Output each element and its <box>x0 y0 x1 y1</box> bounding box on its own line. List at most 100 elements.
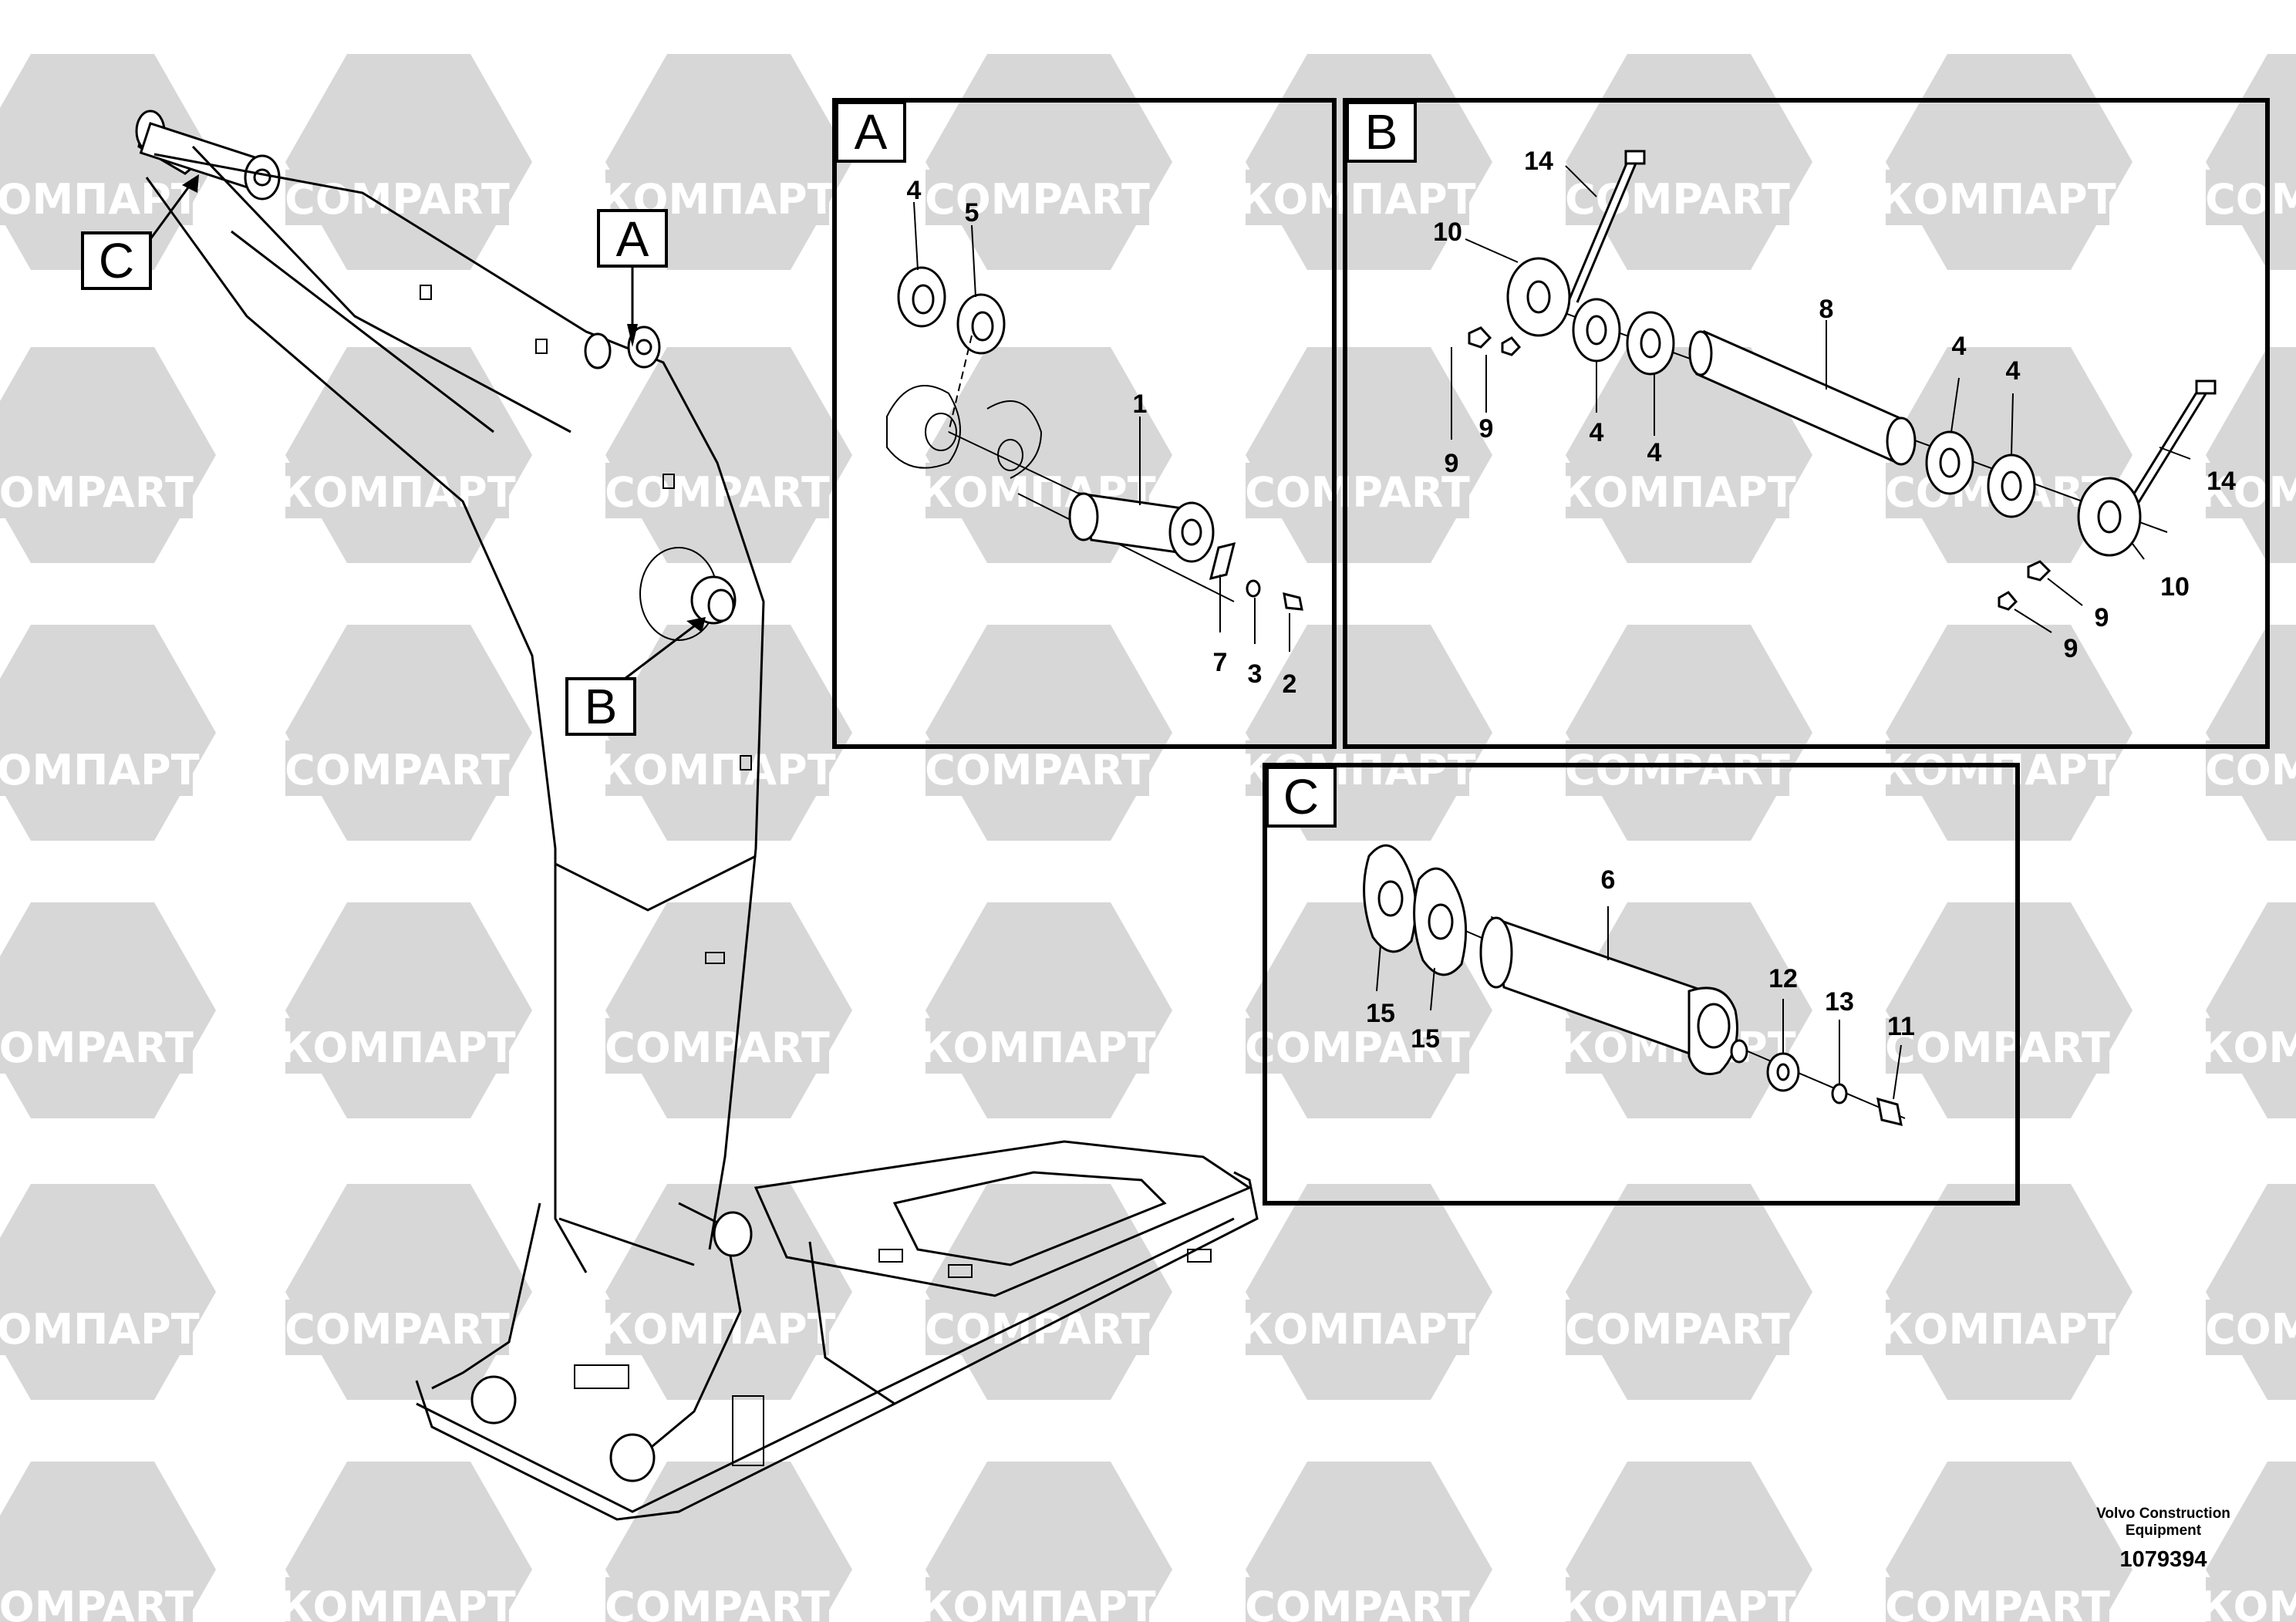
watermark-text: КОМПАРТ <box>598 746 835 794</box>
panel-a-callout-4: 4 <box>907 176 922 271</box>
watermark-tile: COMPART <box>1885 902 2132 1118</box>
panel-b-callout-9-b: 9 <box>1479 355 1493 443</box>
panel-b-callout-4-d: 4 <box>2006 356 2021 456</box>
watermark-text: COMPART <box>1565 1305 1790 1354</box>
watermark-tile: КОМПАРТ <box>2199 1462 2296 1622</box>
svg-text:13: 13 <box>1825 987 1854 1017</box>
watermark-tile: КОМПАРТ <box>1879 54 2132 270</box>
watermark-text: COMPART <box>925 175 1150 224</box>
watermark-text: КОМПАРТ <box>1239 1305 1475 1354</box>
panel-b-letter: B <box>1365 104 1398 160</box>
panel-b-callout-4-b: 4 <box>1647 374 1662 467</box>
watermark-text: COMPART <box>1885 1023 2110 1072</box>
panel-b-callout-4-a: 4 <box>1590 361 1604 447</box>
svg-text:11: 11 <box>1887 1012 1915 1041</box>
watermark-text: КОМПАРТ <box>919 1023 1155 1072</box>
watermark-text: COMPART <box>1245 468 1470 517</box>
watermark-tile: COMPART <box>285 54 532 270</box>
watermark-text: COMPART <box>285 746 510 794</box>
watermark-text: КОМПАРТ <box>1879 1305 2116 1354</box>
watermark-tile: COMPART <box>1565 1184 1812 1400</box>
watermark-tile: КОМПАРТ <box>1879 1184 2132 1400</box>
watermark-tile: КОМПАРТ <box>919 902 1172 1118</box>
svg-text:6: 6 <box>1601 865 1616 895</box>
svg-text:4: 4 <box>1590 418 1604 447</box>
svg-text:10: 10 <box>2160 572 2190 602</box>
watermark-text: COMPART <box>2205 746 2296 794</box>
panel-b-callout-10-top: 10 <box>1433 218 1519 263</box>
watermark-tile: COMPART <box>1565 54 1812 270</box>
watermark-tile: КОМПАРТ <box>0 625 216 841</box>
watermark-tile: КОМПАРТ <box>278 347 532 563</box>
watermark-tile: COMPART <box>1565 625 1812 841</box>
watermark-tile: КОМПАРТ <box>0 1184 216 1400</box>
company-name-line1: Volvo Construction <box>2096 1506 2230 1522</box>
svg-text:9: 9 <box>2064 634 2079 663</box>
panel-a-callout-7: 7 <box>1213 575 1227 677</box>
watermark-text: COMPART <box>1885 1583 2110 1622</box>
svg-text:5: 5 <box>965 198 979 228</box>
svg-text:2: 2 <box>1283 669 1297 699</box>
watermark-tile: КОМПАРТ <box>1559 1462 1812 1622</box>
watermark-text: КОМПАРТ <box>278 468 515 517</box>
watermark-tile: COMPART <box>2205 625 2296 841</box>
watermark-tile: COMPART <box>925 625 1172 841</box>
watermark-text: COMPART <box>605 1023 830 1072</box>
watermark-tile: КОМПАРТ <box>0 54 216 270</box>
watermark-text: COMPART <box>605 1583 830 1622</box>
panel-b-callout-9-a: 9 <box>1445 347 1459 478</box>
svg-text:4: 4 <box>1952 332 1967 361</box>
watermark-tile: КОМПАРТ <box>278 1462 532 1622</box>
panel-b-callout-4-c: 4 <box>1950 332 1967 433</box>
svg-text:8: 8 <box>1819 295 1834 324</box>
detail-panel-c: C 6 15 15 12 13 11 <box>1263 763 2020 1206</box>
watermark-text: КОМПАРТ <box>0 1305 200 1354</box>
watermark-text: КОМПАРТ <box>0 746 200 794</box>
watermark-text: КОМПАРТ <box>278 1023 515 1072</box>
watermark-tile: КОМПАРТ <box>1239 1184 1492 1400</box>
watermark-text: КОМПАРТ <box>919 1583 1155 1622</box>
watermark-tile: COMPART <box>605 347 852 563</box>
panel-c-callout-12: 12 <box>1768 964 1798 1053</box>
watermark-text: COMPART <box>1565 175 1790 224</box>
svg-text:10: 10 <box>1433 218 1462 247</box>
watermark-tile: КОМПАРТ <box>1879 625 2132 841</box>
panel-c-callout-15-b: 15 <box>1411 967 1440 1054</box>
watermark-text: COMPART <box>925 746 1150 794</box>
detail-panel-a: A 4 5 1 7 3 2 <box>832 98 1337 749</box>
svg-text:15: 15 <box>1411 1024 1440 1054</box>
watermark-tile: КОМПАРТ <box>598 1184 852 1400</box>
watermark-tile: COMPART <box>2205 1184 2296 1400</box>
watermark-tile: COMPART <box>605 1462 852 1622</box>
watermark-tile: COMPART <box>1885 1462 2132 1622</box>
watermark-tile: COMPART <box>0 347 216 563</box>
panel-b-callout-10-right: 10 <box>2132 543 2190 602</box>
panel-c-callout-15-a: 15 <box>1366 944 1395 1028</box>
watermark-text: COMPART <box>0 1583 194 1622</box>
watermark-tile: COMPART <box>1245 1462 1492 1622</box>
svg-text:4: 4 <box>1647 438 1662 467</box>
watermark-text: COMPART <box>2205 175 2296 224</box>
watermark-text: КОМПАРТ <box>2199 1583 2296 1622</box>
svg-text:9: 9 <box>1445 449 1459 478</box>
main-label-b: B <box>565 617 706 736</box>
figure-number: 1079394 <box>2119 1547 2207 1572</box>
watermark-text: COMPART <box>0 1023 194 1072</box>
panel-a-callout-1: 1 <box>1133 389 1147 505</box>
boom-frame-drawing <box>135 110 1259 1521</box>
main-label-a-text: A <box>616 211 649 267</box>
watermark-tile: COMPART <box>925 54 1172 270</box>
watermark-text: КОМПАРТ <box>598 1305 835 1354</box>
panel-b-callout-14-right: 14 <box>2159 447 2236 496</box>
watermark-tile: КОМПАРТ <box>2199 347 2296 563</box>
svg-text:14: 14 <box>1524 147 1553 176</box>
watermark-text: COMPART <box>925 1305 1150 1354</box>
watermark-tile: КОМПАРТ <box>278 902 532 1118</box>
watermark-text: КОМПАРТ <box>0 175 200 224</box>
main-label-b-text: B <box>585 679 618 734</box>
watermark-text: COMPART <box>1245 1583 1470 1622</box>
panel-c-callout-6: 6 <box>1601 865 1616 960</box>
svg-text:3: 3 <box>1248 659 1263 689</box>
watermark-tile: КОМПАРТ <box>919 1462 1172 1622</box>
